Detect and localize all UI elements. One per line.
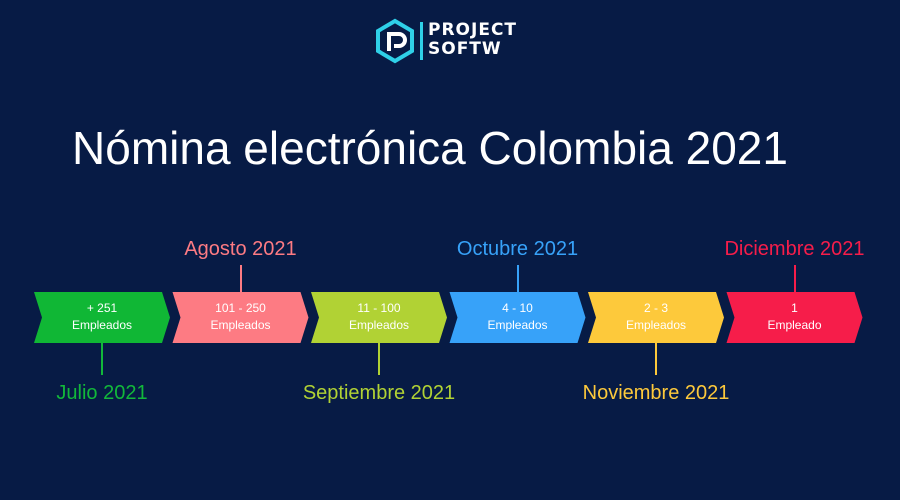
- logo-divider: [420, 22, 423, 60]
- segment-count: 1: [791, 301, 798, 315]
- page-title: Nómina electrónica Colombia 2021: [72, 122, 788, 174]
- date-connector: [516, 265, 519, 292]
- brand-logo: PROJECT SOFTW: [375, 18, 535, 64]
- segment-unit: Empleado: [767, 318, 822, 332]
- segment-count: 11 - 100: [357, 301, 401, 315]
- date-connector: [793, 265, 796, 292]
- segment-count: 2 - 3: [643, 301, 668, 315]
- segment-count: 101 - 250: [215, 301, 266, 315]
- segment-unit: Empleados: [348, 318, 410, 332]
- segment-employee-range: 4 - 10 Empleados: [463, 300, 573, 334]
- timeline-segment-6: [726, 292, 863, 343]
- logo-text-line1: PROJECT: [428, 20, 518, 40]
- segment-unit: Empleados: [487, 318, 548, 332]
- timeline-segment-1: [34, 292, 170, 343]
- timeline-segment-4: [449, 292, 586, 343]
- timeline-segment-2: [172, 292, 309, 343]
- date-label: Noviembre 2021: [582, 382, 730, 404]
- date-label: Julio 2021: [56, 382, 148, 404]
- logo-hexagon-icon: [376, 18, 414, 64]
- segment-count: 4 - 10: [502, 301, 533, 315]
- date-label: Octubre 2021: [456, 238, 579, 260]
- date-connector: [378, 343, 380, 375]
- timeline-segment-3: [311, 292, 447, 343]
- date-label: Septiembre 2021: [302, 382, 456, 404]
- date-connector: [101, 343, 103, 375]
- segment-unit: Empleados: [71, 318, 133, 332]
- date-label: Diciembre 2021: [724, 238, 865, 260]
- date-connector: [655, 343, 657, 375]
- date-label: Agosto 2021: [184, 238, 297, 260]
- logo-text-line2: SOFTW: [428, 39, 502, 59]
- segment-employee-range: 2 - 3 Empleados: [601, 300, 711, 334]
- segment-unit: Empleados: [625, 318, 687, 332]
- segment-unit: Empleados: [210, 318, 271, 332]
- segment-count: + 251: [86, 301, 118, 315]
- date-connector: [239, 265, 242, 292]
- timeline-segment-5: [588, 292, 724, 343]
